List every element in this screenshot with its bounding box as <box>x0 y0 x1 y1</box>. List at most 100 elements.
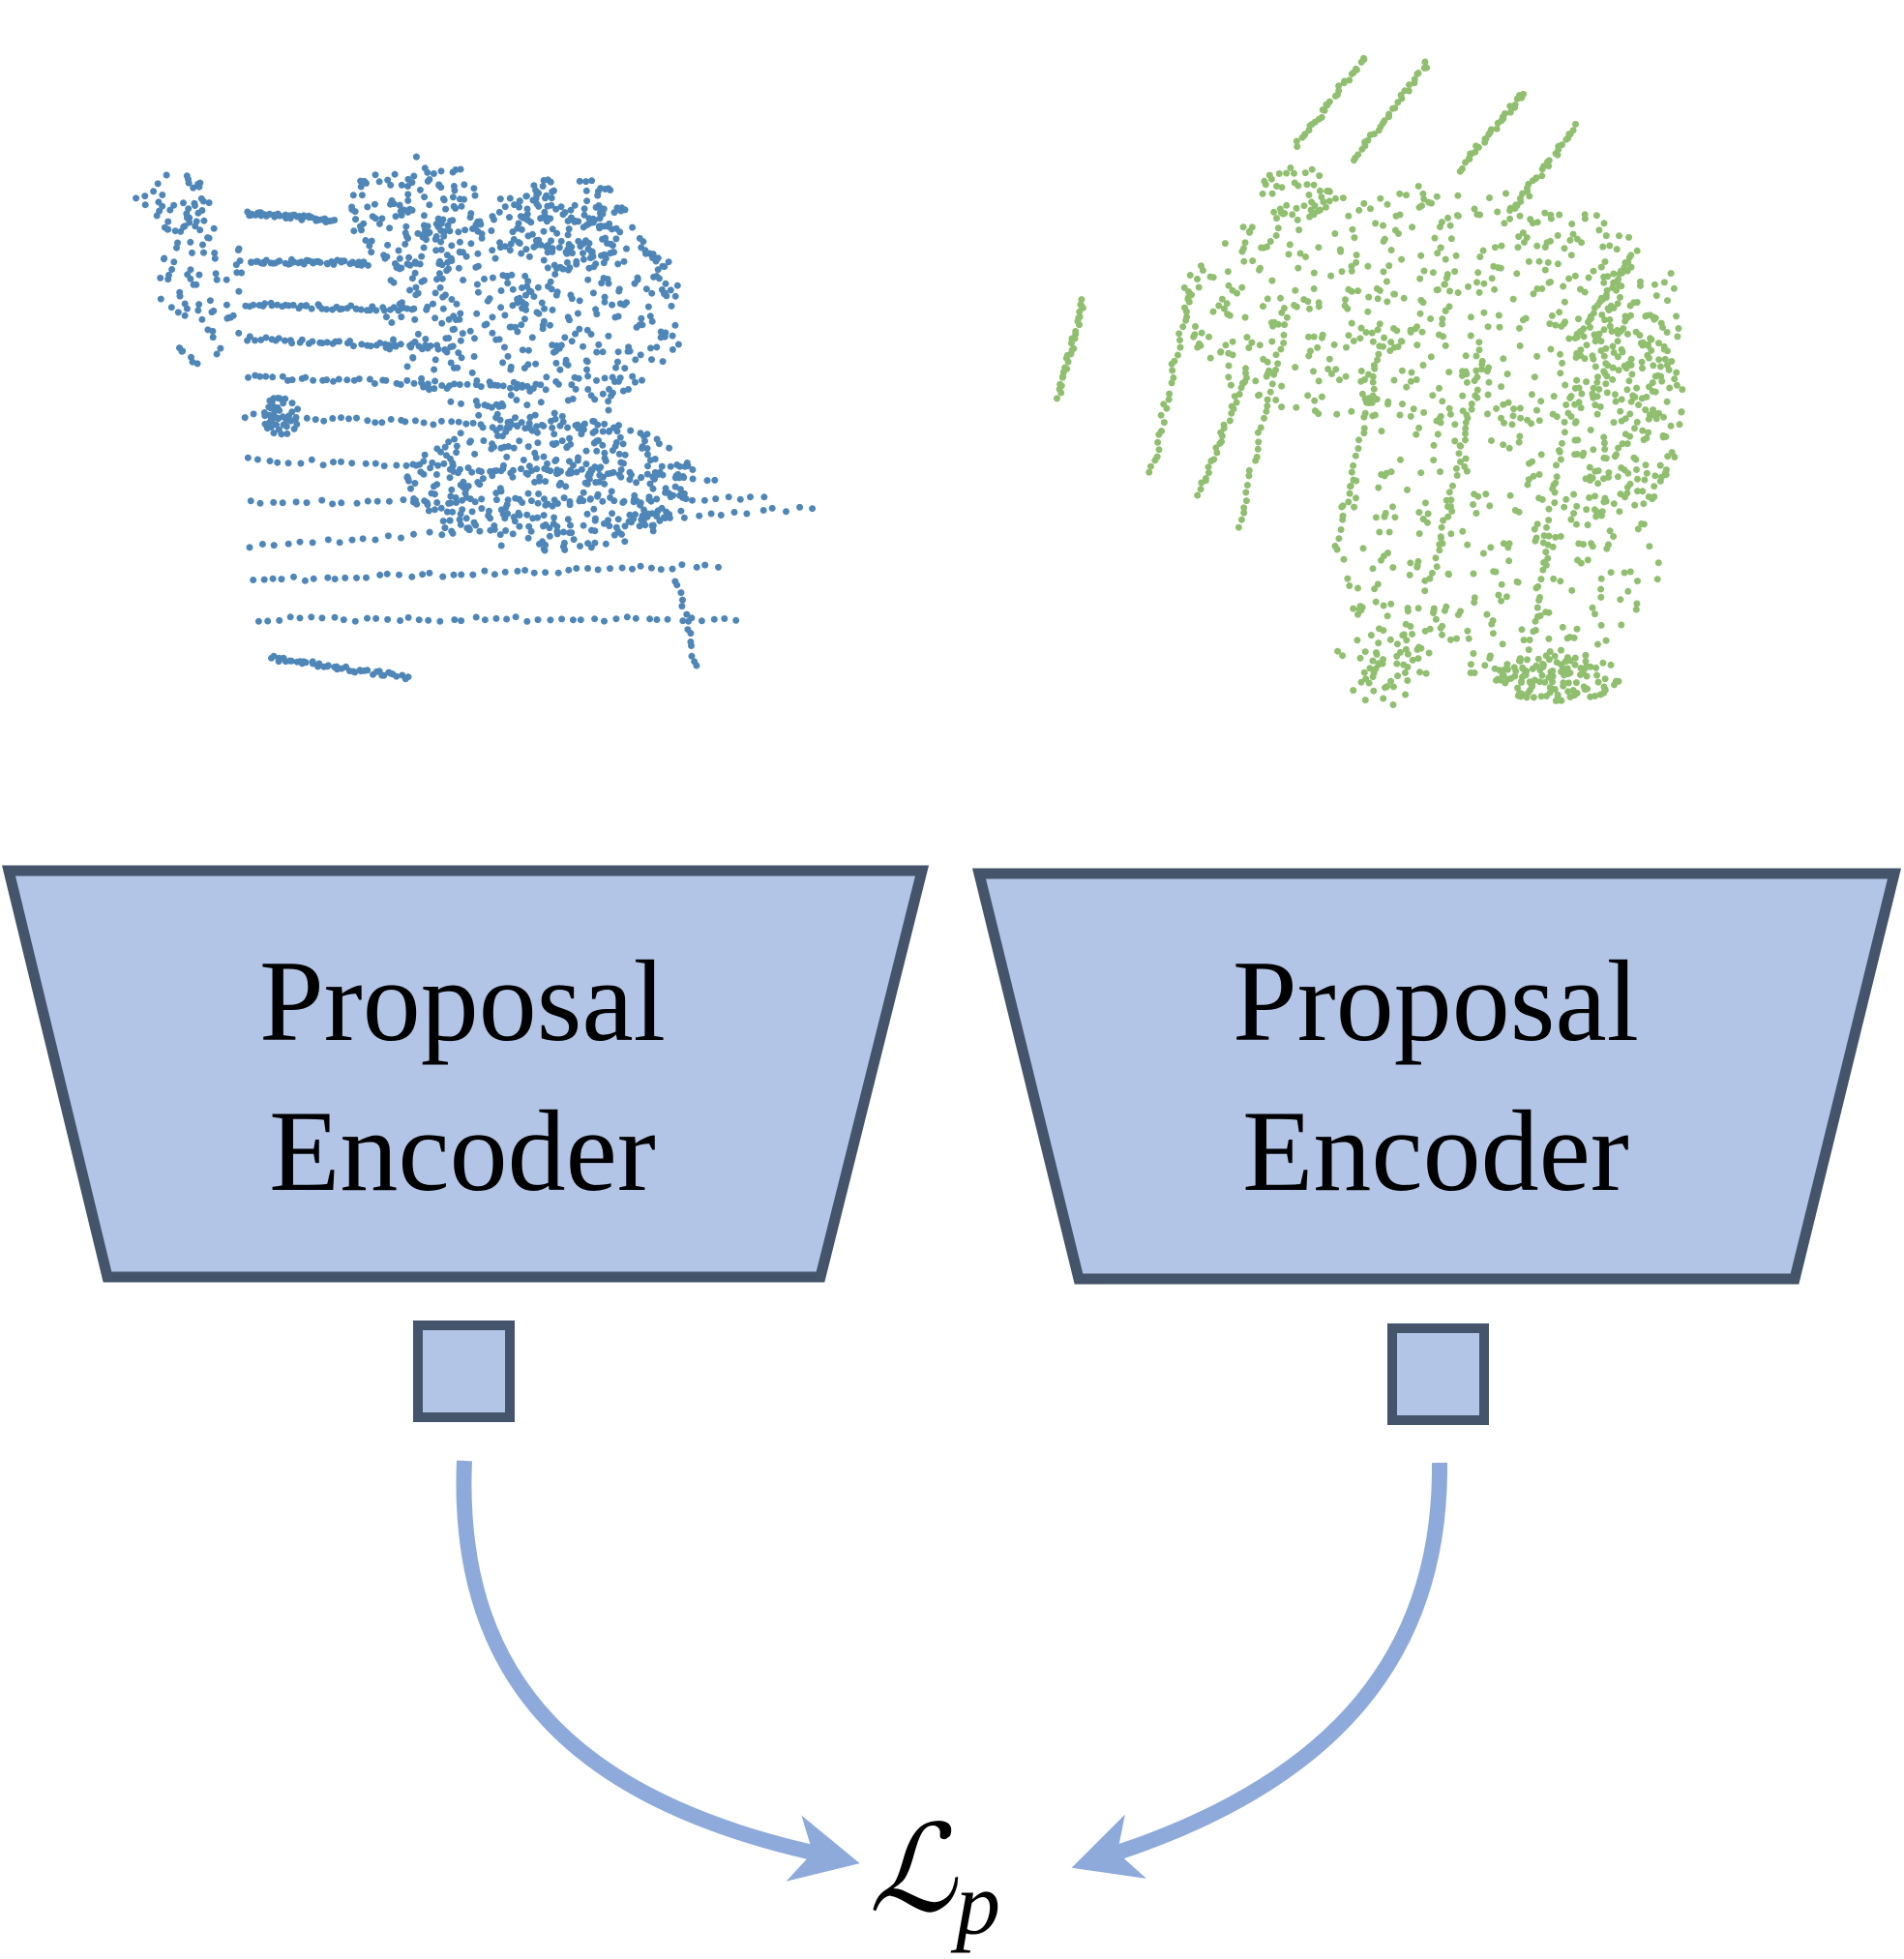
point <box>1393 640 1401 648</box>
point <box>581 479 589 487</box>
point <box>496 239 503 247</box>
point <box>1535 417 1543 425</box>
point <box>1328 371 1335 377</box>
point <box>1429 269 1437 277</box>
point <box>1229 286 1236 294</box>
point <box>1522 671 1530 679</box>
point <box>1580 333 1588 341</box>
point <box>1421 499 1429 507</box>
point <box>1533 406 1540 414</box>
point <box>1585 318 1592 326</box>
point <box>1601 258 1609 265</box>
point <box>1437 419 1444 427</box>
point <box>1417 644 1425 652</box>
point <box>1639 427 1647 434</box>
point <box>420 212 428 220</box>
point <box>419 571 427 579</box>
point <box>1378 428 1385 435</box>
point <box>1515 233 1523 241</box>
point <box>1439 631 1445 638</box>
point <box>241 414 249 422</box>
point <box>530 293 538 300</box>
point <box>1455 450 1463 458</box>
point <box>1374 580 1382 588</box>
point <box>349 342 357 350</box>
point <box>1600 279 1608 286</box>
point <box>1587 323 1593 331</box>
point <box>646 480 654 488</box>
point <box>1416 275 1424 282</box>
point <box>1509 295 1517 303</box>
point <box>1358 390 1366 398</box>
point <box>541 208 549 216</box>
point <box>452 494 460 501</box>
point <box>1661 355 1669 363</box>
point <box>489 247 496 254</box>
point <box>1659 431 1667 439</box>
point <box>1592 467 1599 475</box>
point <box>1506 108 1514 116</box>
point <box>1609 364 1617 371</box>
point <box>768 504 776 512</box>
point <box>1623 440 1631 448</box>
point <box>1380 602 1387 609</box>
point <box>1197 262 1205 270</box>
point <box>1400 294 1408 302</box>
point <box>564 443 571 451</box>
point <box>364 417 372 425</box>
point <box>1587 427 1594 433</box>
point <box>492 490 500 497</box>
point <box>1532 584 1540 592</box>
point <box>1648 411 1655 419</box>
point <box>1278 382 1286 390</box>
point <box>1242 497 1250 505</box>
point <box>638 474 645 481</box>
point <box>372 460 379 467</box>
point <box>474 479 482 486</box>
point <box>1444 513 1452 520</box>
point <box>372 419 379 427</box>
point <box>524 346 532 354</box>
point <box>1448 508 1456 515</box>
point <box>364 203 372 211</box>
point <box>409 354 417 361</box>
point <box>1275 170 1283 177</box>
point <box>1652 415 1660 423</box>
point <box>403 363 411 371</box>
point <box>564 218 572 224</box>
point <box>1573 235 1581 243</box>
point <box>678 603 686 610</box>
point <box>1390 290 1398 298</box>
point <box>1545 279 1553 286</box>
point <box>1294 216 1301 223</box>
point <box>1640 500 1648 508</box>
point <box>1198 479 1205 487</box>
point <box>477 421 485 429</box>
point <box>1590 446 1597 454</box>
point <box>1273 215 1280 223</box>
point <box>197 194 205 202</box>
point <box>609 373 616 381</box>
point <box>608 488 615 495</box>
point <box>1192 323 1199 330</box>
point <box>276 616 283 624</box>
point <box>525 462 533 470</box>
point <box>1473 394 1481 401</box>
point <box>659 358 667 366</box>
point <box>1169 367 1176 374</box>
point <box>481 275 488 282</box>
point <box>157 274 164 282</box>
point <box>1336 376 1343 384</box>
point <box>487 467 494 475</box>
point <box>672 472 680 480</box>
point <box>287 417 295 425</box>
point <box>1630 393 1638 401</box>
point <box>584 472 592 480</box>
point <box>637 430 644 437</box>
point <box>534 439 542 447</box>
point <box>1509 412 1517 420</box>
point <box>1650 406 1656 414</box>
point <box>1354 445 1362 453</box>
point <box>1262 181 1269 189</box>
point <box>1538 172 1546 180</box>
